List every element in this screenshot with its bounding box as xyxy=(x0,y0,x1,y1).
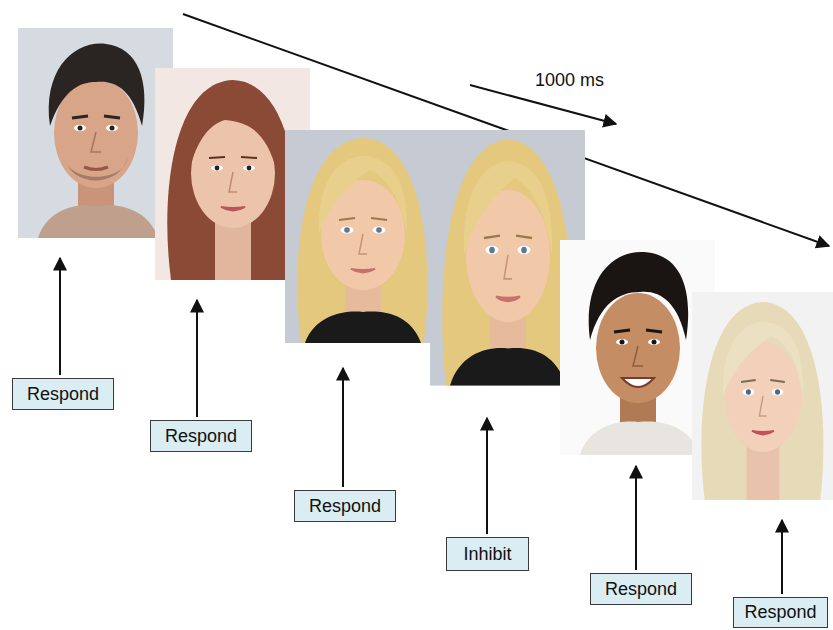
response-label: Respond xyxy=(165,426,237,447)
face-photo xyxy=(560,240,715,455)
pointer-arrow xyxy=(486,418,488,534)
pointer-arrow xyxy=(59,258,61,375)
inhibit-box: Inhibit xyxy=(446,537,529,571)
response-label: Respond xyxy=(744,602,816,623)
response-label: Respond xyxy=(605,579,677,600)
response-box: Respond xyxy=(150,420,252,452)
pointer-arrow xyxy=(635,466,637,570)
pointer-arrow xyxy=(781,520,783,594)
interval-label: 1000 ms xyxy=(535,70,604,91)
face-photo xyxy=(692,292,833,500)
face-photo xyxy=(18,28,173,238)
interval-arrow xyxy=(470,85,616,124)
pointer-arrow xyxy=(196,300,198,417)
face-photo xyxy=(285,130,440,343)
response-label: Respond xyxy=(309,496,381,517)
response-box: Respond xyxy=(733,597,828,628)
response-box: Respond xyxy=(294,490,396,522)
response-box: Respond xyxy=(590,573,692,605)
response-label: Respond xyxy=(27,384,99,405)
response-box: Respond xyxy=(12,378,114,410)
pointer-arrow xyxy=(342,368,344,487)
response-label: Inhibit xyxy=(463,544,511,565)
